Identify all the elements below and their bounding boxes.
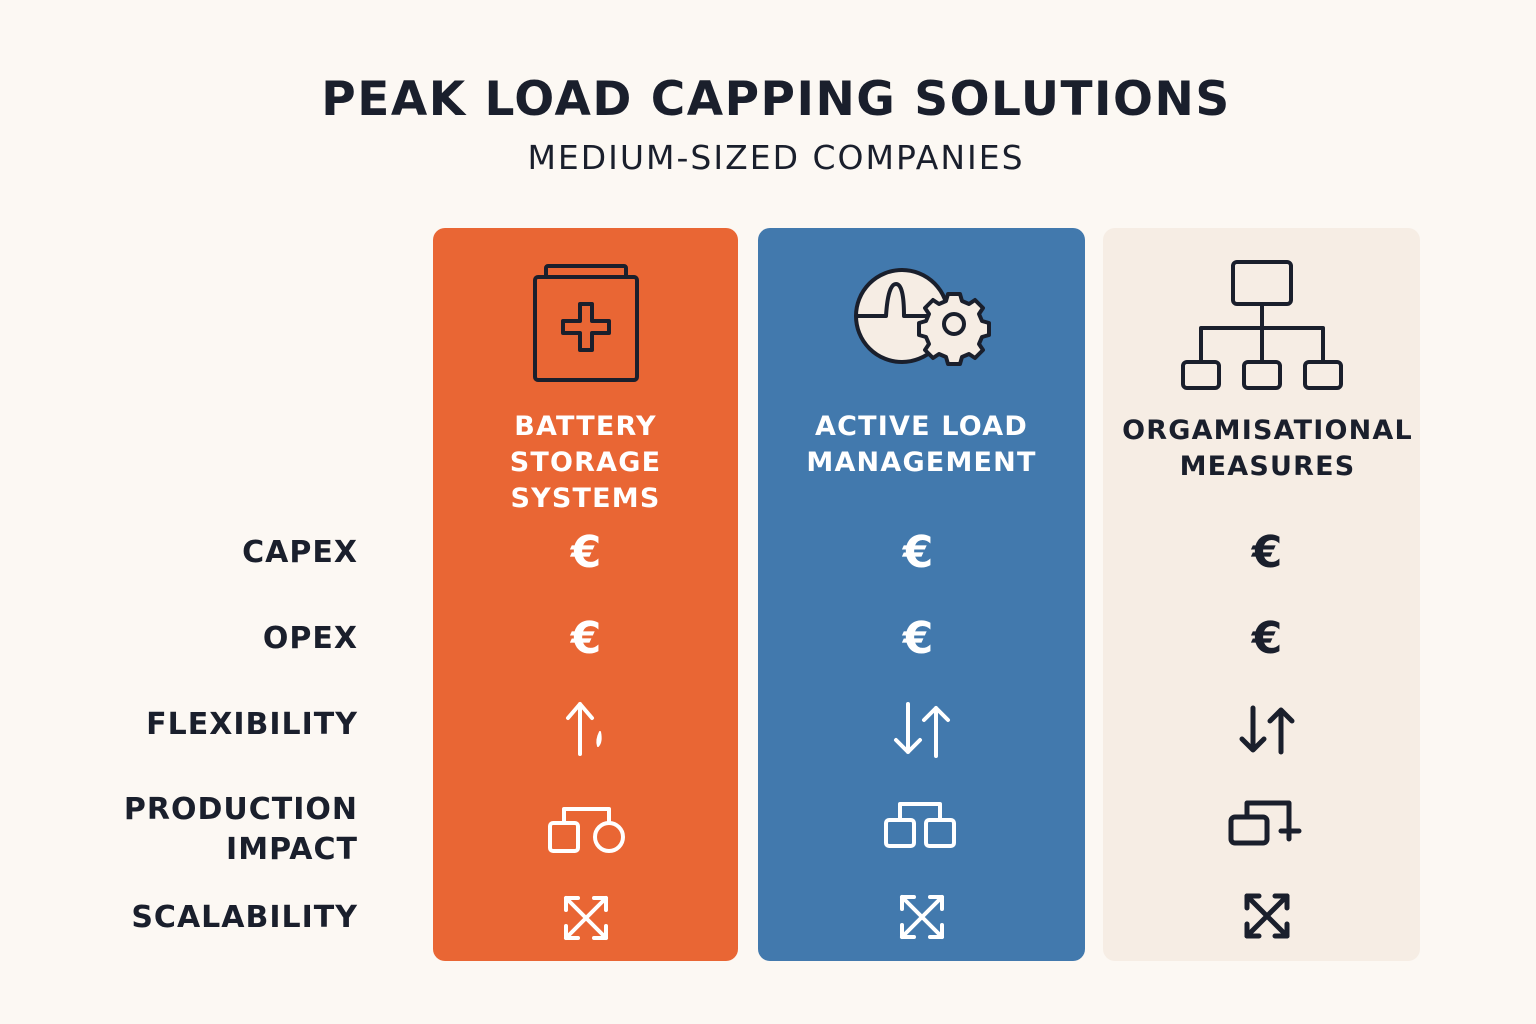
opex-value: €	[569, 613, 601, 664]
expand-cross-icon	[433, 888, 738, 948]
two-squares-link-icon	[758, 796, 1085, 856]
euro-icon: €	[754, 609, 1081, 669]
opex-value: €	[901, 613, 933, 664]
arrow-up-icon	[433, 698, 738, 758]
column-title-line2: MANAGEMENT	[806, 447, 1037, 478]
euro-icon: €	[754, 523, 1081, 583]
row-label-capex: CAPEX	[242, 535, 358, 570]
gauge-gear-icon	[758, 266, 1085, 366]
arrows-up-down-icon	[1108, 700, 1425, 760]
square-plus-link-icon	[1108, 793, 1425, 853]
column-organisational-measures: ORGAMISATIONAL MEASURES € €	[1103, 228, 1420, 961]
capex-value: €	[569, 527, 601, 578]
org-chart-icon	[1103, 258, 1420, 392]
expand-cross-icon	[758, 887, 1085, 947]
expand-cross-icon	[1108, 886, 1425, 946]
column-title-line1: ORGAMISATIONAL	[1122, 415, 1413, 446]
row-label-opex: OPEX	[262, 621, 358, 656]
row-label-production: PRODUCTION	[123, 792, 358, 827]
page-title: PEAK LOAD CAPPING SOLUTIONS	[321, 72, 1231, 127]
column-title-line1: ACTIVE LOAD	[815, 411, 1028, 442]
row-label-production-impact: PRODUCTION IMPACT	[124, 790, 358, 870]
column-title-line1: BATTERY	[514, 411, 657, 442]
row-label-impact: IMPACT	[226, 832, 358, 867]
column-title: ORGAMISATIONAL MEASURES	[1109, 413, 1426, 485]
capex-value: €	[901, 527, 933, 578]
column-active-load-management: ACTIVE LOAD MANAGEMENT € €	[758, 228, 1085, 961]
column-title-line2: MEASURES	[1179, 451, 1356, 482]
euro-icon: €	[1108, 523, 1425, 583]
euro-icon: €	[433, 523, 738, 583]
euro-icon: €	[433, 609, 738, 669]
row-label-flexibility: FLEXIBILITY	[146, 707, 358, 742]
euro-icon: €	[1108, 609, 1425, 669]
column-title: ACTIVE LOAD MANAGEMENT	[758, 409, 1085, 481]
column-title-line2: STORAGE SYSTEMS	[509, 447, 662, 514]
column-battery-storage: BATTERY STORAGE SYSTEMS € €	[433, 228, 738, 961]
battery-plus-icon	[433, 262, 738, 386]
column-title: BATTERY STORAGE SYSTEMS	[433, 409, 738, 517]
square-circle-link-icon	[433, 799, 738, 859]
row-label-scalability: SCALABILITY	[131, 900, 358, 935]
capex-value: €	[1250, 527, 1282, 578]
page-subtitle: MEDIUM-SIZED COMPANIES	[527, 138, 1025, 177]
opex-value: €	[1250, 613, 1282, 664]
arrows-up-down-icon	[758, 700, 1085, 760]
